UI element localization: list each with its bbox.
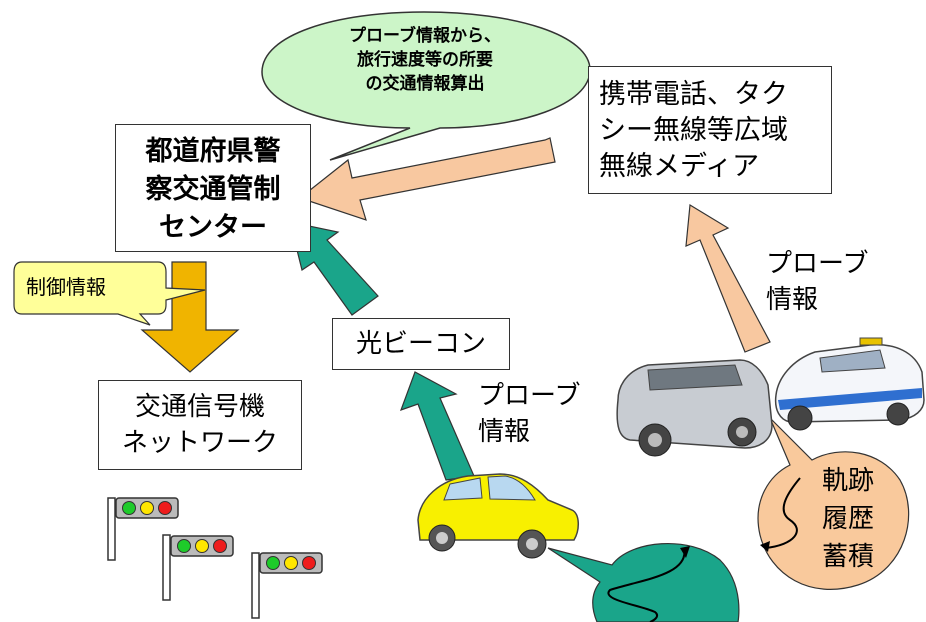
probe-mid-line2: 情報 [478,417,531,447]
signal-network-line2: ネットワーク [121,428,278,458]
bubble-top-line1: プローブ情報から、 [349,26,501,46]
signal-network-box: 交通信号機 ネットワーク [98,380,302,470]
traffic-signal-2 [162,534,234,601]
probe-mid-line1: プローブ [478,381,581,411]
control-center-line2: 察交通管制 [145,174,281,205]
track-history-line2: 履歴 [822,504,875,534]
callout-control-info [13,261,206,326]
signal-network-line1: 交通信号機 [134,392,265,422]
optical-beacon-label: 光ビーコン [355,329,486,359]
arrow-beacon-to-center [289,221,379,316]
track-history-line1: 軌跡 [822,466,875,496]
traffic-signal-3 [251,552,323,619]
control-center-line3: センター [159,212,267,243]
probe-label-mid: プローブ 情報 [478,378,580,450]
wide-media-line2: シー無線等広域 [599,115,788,146]
speech-bubble-top [261,11,591,161]
wide-media-line3: 無線メディア [599,151,760,182]
track-history-line3: 蓄積 [822,542,875,572]
arrow-media-to-center [298,137,556,221]
probe-right-line2: 情報 [766,285,819,315]
bubble-top-text: プローブ情報から、 旅行速度等の所要 の交通情報算出 [300,24,550,96]
oval-teal-bottom [547,543,740,622]
control-center-line1: 都道府県警 [145,136,281,167]
yellow-car-icon [417,473,579,559]
wide-media-line1: 携帯電話、タク [599,79,788,110]
control-info-label: 制御情報 [26,275,106,299]
arrow-center-to-signals [140,261,240,373]
track-history-label: 軌跡 履歴 蓄積 [822,462,874,576]
arrow-car-to-beacon [399,371,475,481]
control-center-box: 都道府県警 察交通管制 センター [115,124,311,252]
optical-beacon-box: 光ビーコン [332,318,510,370]
probe-label-right: プローブ 情報 [766,246,868,318]
silver-suv-icon [616,359,773,457]
probe-right-line1: プローブ [766,249,869,279]
arrow-cars-to-media [685,203,771,353]
traffic-signal-1 [107,497,179,561]
bubble-top-line2: 旅行速度等の所要 [357,50,493,70]
bubble-top-line3: の交通情報算出 [365,74,485,94]
oval-track-history [757,417,910,590]
wide-media-box: 携帯電話、タク シー無線等広域 無線メディア [588,66,832,194]
police-car-icon [774,337,925,431]
